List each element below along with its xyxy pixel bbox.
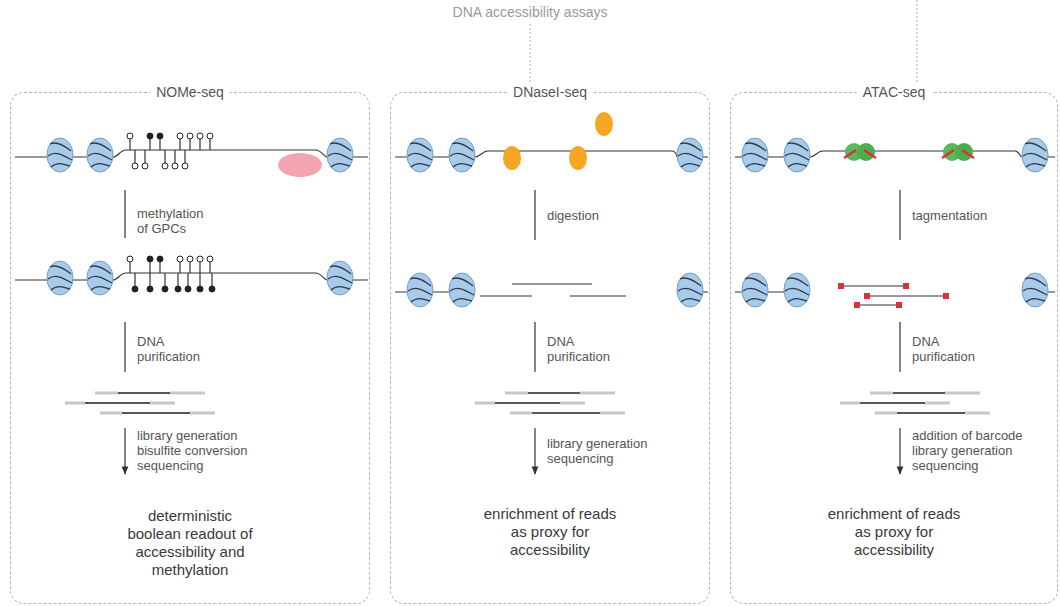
step-label: methylation of GPCs	[137, 206, 217, 236]
assay-panel: ATAC-seqenrichment of reads as proxy for…	[730, 92, 1058, 604]
diagram-title: DNA accessibility assays	[449, 4, 612, 20]
step-label: digestion	[547, 208, 647, 223]
step-label: addition of barcode library generation s…	[912, 428, 1037, 473]
panel-summary: enrichment of reads as proxy for accessi…	[819, 505, 969, 559]
step-label: library generation sequencing	[547, 436, 667, 466]
panel-heading: ATAC-seq	[857, 84, 932, 100]
step-label: DNA purification	[547, 334, 627, 364]
step-label: tagmentation	[912, 208, 1012, 223]
panel-summary: enrichment of reads as proxy for accessi…	[475, 505, 625, 559]
panel-heading: DNaseI-seq	[507, 84, 593, 100]
step-label: DNA purification	[137, 334, 217, 364]
step-label: library generation bisulfite conversion …	[137, 428, 262, 473]
panel-heading: NOMe-seq	[150, 84, 230, 100]
assay-panel: NOMe-seqdeterministic boolean readout of…	[10, 92, 370, 604]
step-label: DNA purification	[912, 334, 992, 364]
panel-summary: deterministic boolean readout of accessi…	[120, 507, 260, 579]
